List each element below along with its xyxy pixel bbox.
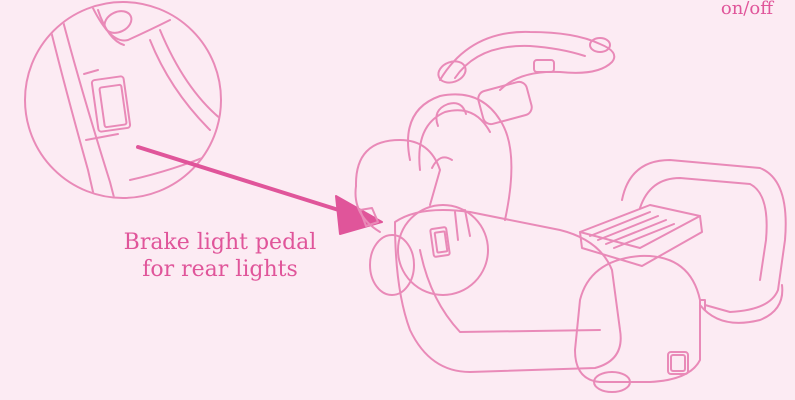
brake-light-label: Brake light pedal for rear lights xyxy=(123,230,317,282)
brake-pedal-small xyxy=(429,226,451,258)
brake-pedal-closeup xyxy=(90,75,132,133)
scooter-drawing xyxy=(354,30,787,393)
pointer-arrow xyxy=(136,145,383,235)
magnifier-inset xyxy=(24,1,222,199)
onoff-label: on/off xyxy=(720,0,773,19)
pedal-highlight-circle xyxy=(397,204,489,296)
pedal-closeup-drawing xyxy=(43,3,220,197)
